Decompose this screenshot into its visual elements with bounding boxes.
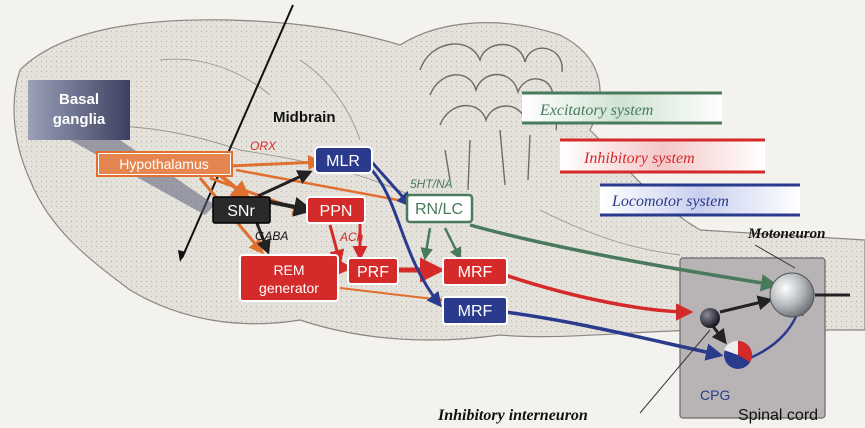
rem-generator-label-2: generator (259, 280, 319, 296)
node-mrf-lower: MRF (443, 297, 507, 324)
ach-label: ACh (339, 230, 364, 244)
basal-ganglia-label-2: ganglia (53, 111, 106, 128)
legend-inhibitory: Inhibitory system (560, 140, 765, 172)
gaba-label: GABA (255, 229, 288, 243)
motoneuron-label: Motoneuron (747, 226, 826, 242)
ppn-label: PPN (320, 203, 353, 220)
node-prf: PRF (348, 258, 398, 284)
mrf-lower-label: MRF (458, 303, 493, 320)
interneuron-cell (700, 308, 720, 328)
node-mlr: MLR (315, 147, 372, 173)
rn-lc-label: RN/LC (415, 201, 463, 218)
prf-label: PRF (357, 264, 389, 281)
inhibitory-interneuron-label: Inhibitory interneuron (437, 407, 588, 424)
node-rem-generator: REM generator (240, 255, 338, 301)
node-ppn: PPN (307, 197, 365, 223)
node-hypothalamus: Hypothalamus (97, 152, 232, 176)
basal-ganglia-label-1: Basal (59, 91, 99, 108)
inhibitory-label: Inhibitory system (583, 150, 695, 167)
node-snr: SNr (213, 197, 270, 223)
node-mrf-upper: MRF (443, 258, 507, 285)
mrf-upper-label: MRF (458, 264, 493, 281)
motoneuron-cell (770, 273, 814, 317)
spinal-cord-label: Spinal cord (738, 407, 818, 424)
ht-na-label: 5HT/NA (410, 177, 453, 191)
node-rn-lc: RN/LC (407, 195, 472, 222)
snr-label: SNr (227, 203, 255, 220)
excitatory-label: Excitatory system (539, 102, 653, 119)
mlr-label: MLR (326, 153, 360, 170)
cpg-cell (724, 341, 752, 369)
rem-generator-label-1: REM (273, 262, 304, 278)
locomotor-label: Locomotor system (611, 193, 729, 210)
cpg-label: CPG (700, 387, 730, 403)
orx-label: ORX (250, 139, 277, 153)
midbrain-label: Midbrain (273, 109, 336, 126)
legend-excitatory: Excitatory system (522, 93, 722, 123)
legend-locomotor: Locomotor system (600, 185, 800, 215)
hypothalamus-label: Hypothalamus (119, 156, 209, 172)
